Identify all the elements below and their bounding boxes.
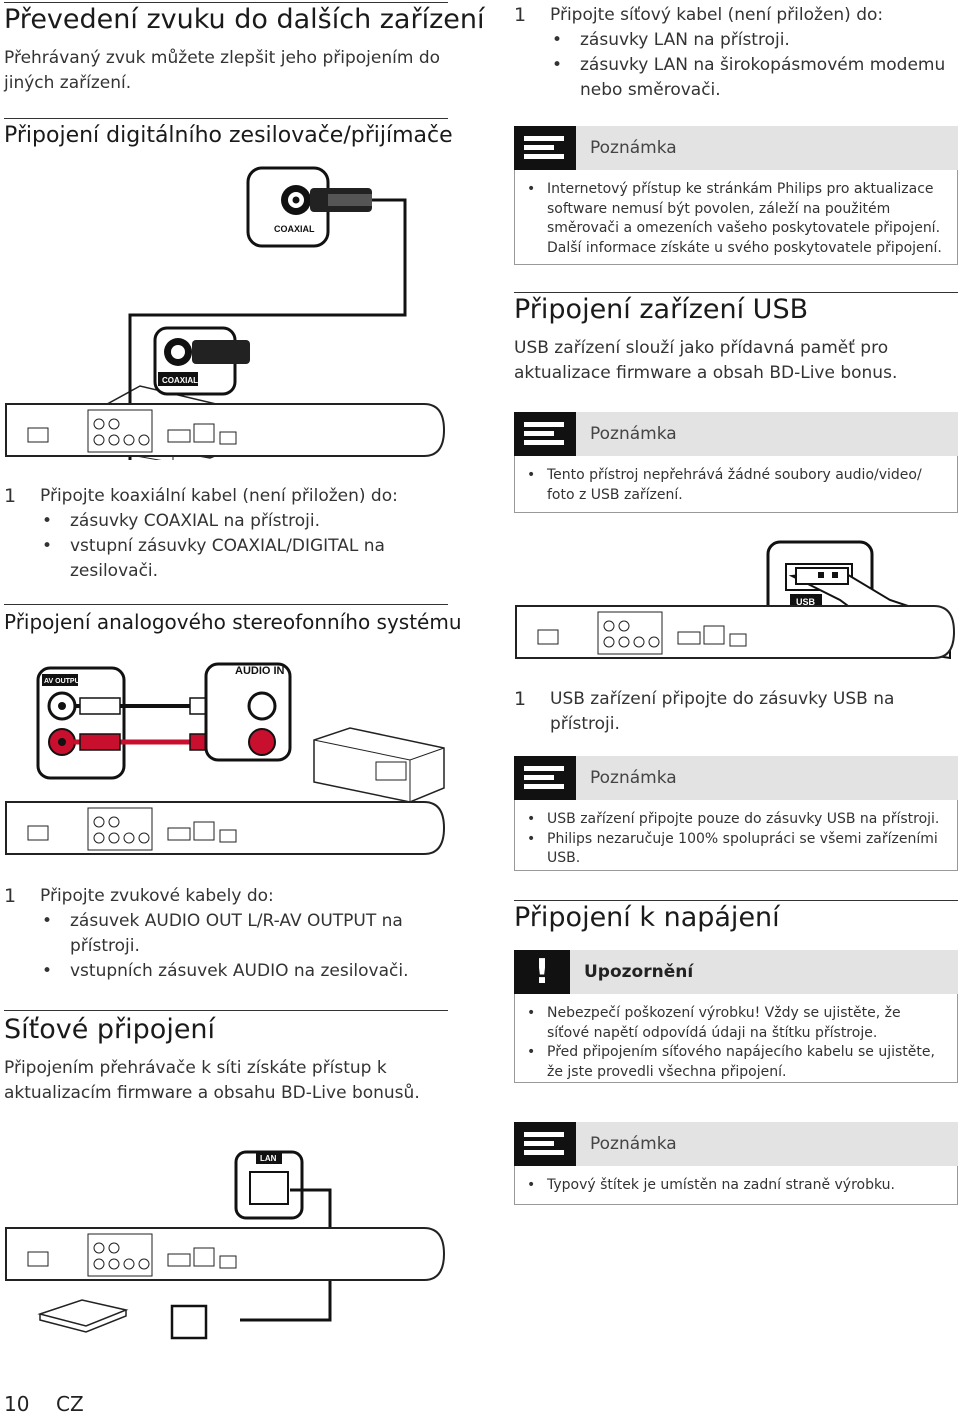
amplifier-device-icon (313, 727, 445, 803)
analog-step: 1 Připojte zvukové kabely do: zásuvek AU… (4, 884, 448, 984)
lan-jack: LAN (234, 1150, 304, 1220)
network-text: Připojením přehrávače k síti získáte pří… (4, 1058, 420, 1103)
coaxial-jack-top: COAXIAL (246, 166, 372, 248)
note-title: Poznámka (576, 412, 958, 456)
section-rule (4, 1010, 448, 1011)
bullet-item: vstupní zásuvky COAXIAL/DIGITAL na zesil… (40, 534, 444, 584)
sound-heading: Převedení zvuku do dalších zařízení (4, 4, 485, 35)
coaxial-label-bottom: COAXIAL (162, 376, 198, 385)
player-rear-panel-icon (515, 605, 956, 659)
note-item: USB zařízení připojte pouze do zásuvky U… (521, 810, 947, 830)
note-icon (514, 126, 576, 170)
warning-item: Nebezpečí poškození výrobku! Vždy se uji… (521, 1004, 947, 1043)
coaxial-label-top: COAXIAL (274, 224, 315, 234)
step-text: Připojte síťový kabel (není přiložen) do… (550, 5, 884, 25)
coaxial-jack-bottom: COAXIAL (153, 326, 250, 396)
bullet-item: zásuvky LAN na přístroji. (550, 28, 956, 53)
section-rule (4, 2, 448, 3)
usb-text: USB zařízení slouží jako přídavná paměť … (514, 338, 898, 383)
note-item: Tento přístroj nepřehrává žádné soubory … (521, 466, 947, 505)
note-item: Philips nezaručuje 100% spolupráci se vš… (521, 830, 947, 869)
digital-step: 1 Připojte koaxiální kabel (není přilože… (4, 484, 444, 584)
step-text: Připojte zvukové kabely do: (40, 886, 274, 906)
note-icon (514, 412, 576, 456)
step-number: 1 (514, 4, 527, 26)
section-rule (514, 900, 958, 901)
section-rule (514, 292, 958, 293)
usb-step: 1 USB zařízení připojte do zásuvky USB n… (514, 687, 954, 737)
note-item: Internetový přístup ke stránkám Philips … (521, 180, 947, 258)
audio-in-label: AUDIO IN (235, 665, 285, 677)
network-heading: Síťové připojení (4, 1014, 216, 1045)
note-box: Poznámka Tento přístroj nepřehrává žádné… (514, 412, 958, 513)
section-rule (4, 118, 448, 119)
lan-step: 1 Připojte síťový kabel (není přiložen) … (514, 3, 956, 103)
player-rear-panel-icon (5, 801, 446, 855)
step-text: Připojte koaxiální kabel (není přiložen)… (40, 486, 398, 506)
usb-label: USB (796, 597, 816, 607)
analog-heading: Připojení analogového stereofonního syst… (4, 610, 462, 634)
note-box: Poznámka Internetový přístup ke stránkám… (514, 126, 958, 266)
usb-heading: Připojení zařízení USB (514, 294, 809, 325)
bullet-item: zásuvky LAN na širokopásmovém modemu neb… (550, 53, 956, 103)
warning-title: Upozornění (570, 950, 958, 994)
note-item: Typový štítek je umístěn na zadní straně… (521, 1176, 947, 1196)
audio-in-jacks: AUDIO IN (204, 662, 292, 762)
step-number: 1 (514, 688, 527, 710)
note-icon (514, 1122, 576, 1166)
player-rear-panel-icon (5, 1227, 446, 1281)
page-number: 10 (4, 1392, 30, 1416)
note-title: Poznámka (576, 126, 958, 170)
section-rule (4, 604, 448, 605)
language-code: CZ (56, 1392, 84, 1416)
step-number: 1 (4, 885, 17, 907)
av-output-label: AV OUTPUT (44, 678, 85, 685)
power-heading: Připojení k napájení (514, 902, 780, 933)
sound-text: Přehrávaný zvuk můžete zlepšit jeho přip… (4, 48, 441, 93)
warning-icon: ! (514, 950, 570, 994)
note-box: Poznámka Typový štítek je umístěn na zad… (514, 1122, 958, 1206)
av-output-jacks: AV OUTPUT (36, 666, 126, 780)
step-text: USB zařízení připojte do zásuvky USB na … (550, 689, 895, 734)
note-box: Poznámka USB zařízení připojte pouze do … (514, 756, 958, 872)
lan-label: LAN (260, 1154, 277, 1163)
note-title: Poznámka (576, 1122, 958, 1166)
note-icon (514, 756, 576, 800)
bullet-item: vstupních zásuvek AUDIO na zesilovači. (40, 959, 448, 984)
warning-box: ! Upozornění Nebezpečí poškození výrobku… (514, 950, 958, 1084)
warning-item: Před připojením síťového napájecího kabe… (521, 1043, 947, 1082)
network-diagram: LAN (37, 1150, 332, 1340)
digital-heading: Připojení digitálního zesilovače/přijíma… (4, 123, 453, 148)
analog-audio-diagram: AV OUTPUT AUDIO IN (36, 662, 445, 803)
bullet-item: zásuvky COAXIAL na přístroji. (40, 509, 444, 534)
step-number: 1 (4, 485, 17, 507)
player-rear-panel-icon (5, 403, 446, 457)
note-title: Poznámka (576, 756, 958, 800)
bullet-item: zásuvek AUDIO OUT L/R-AV OUTPUT na příst… (40, 909, 448, 959)
